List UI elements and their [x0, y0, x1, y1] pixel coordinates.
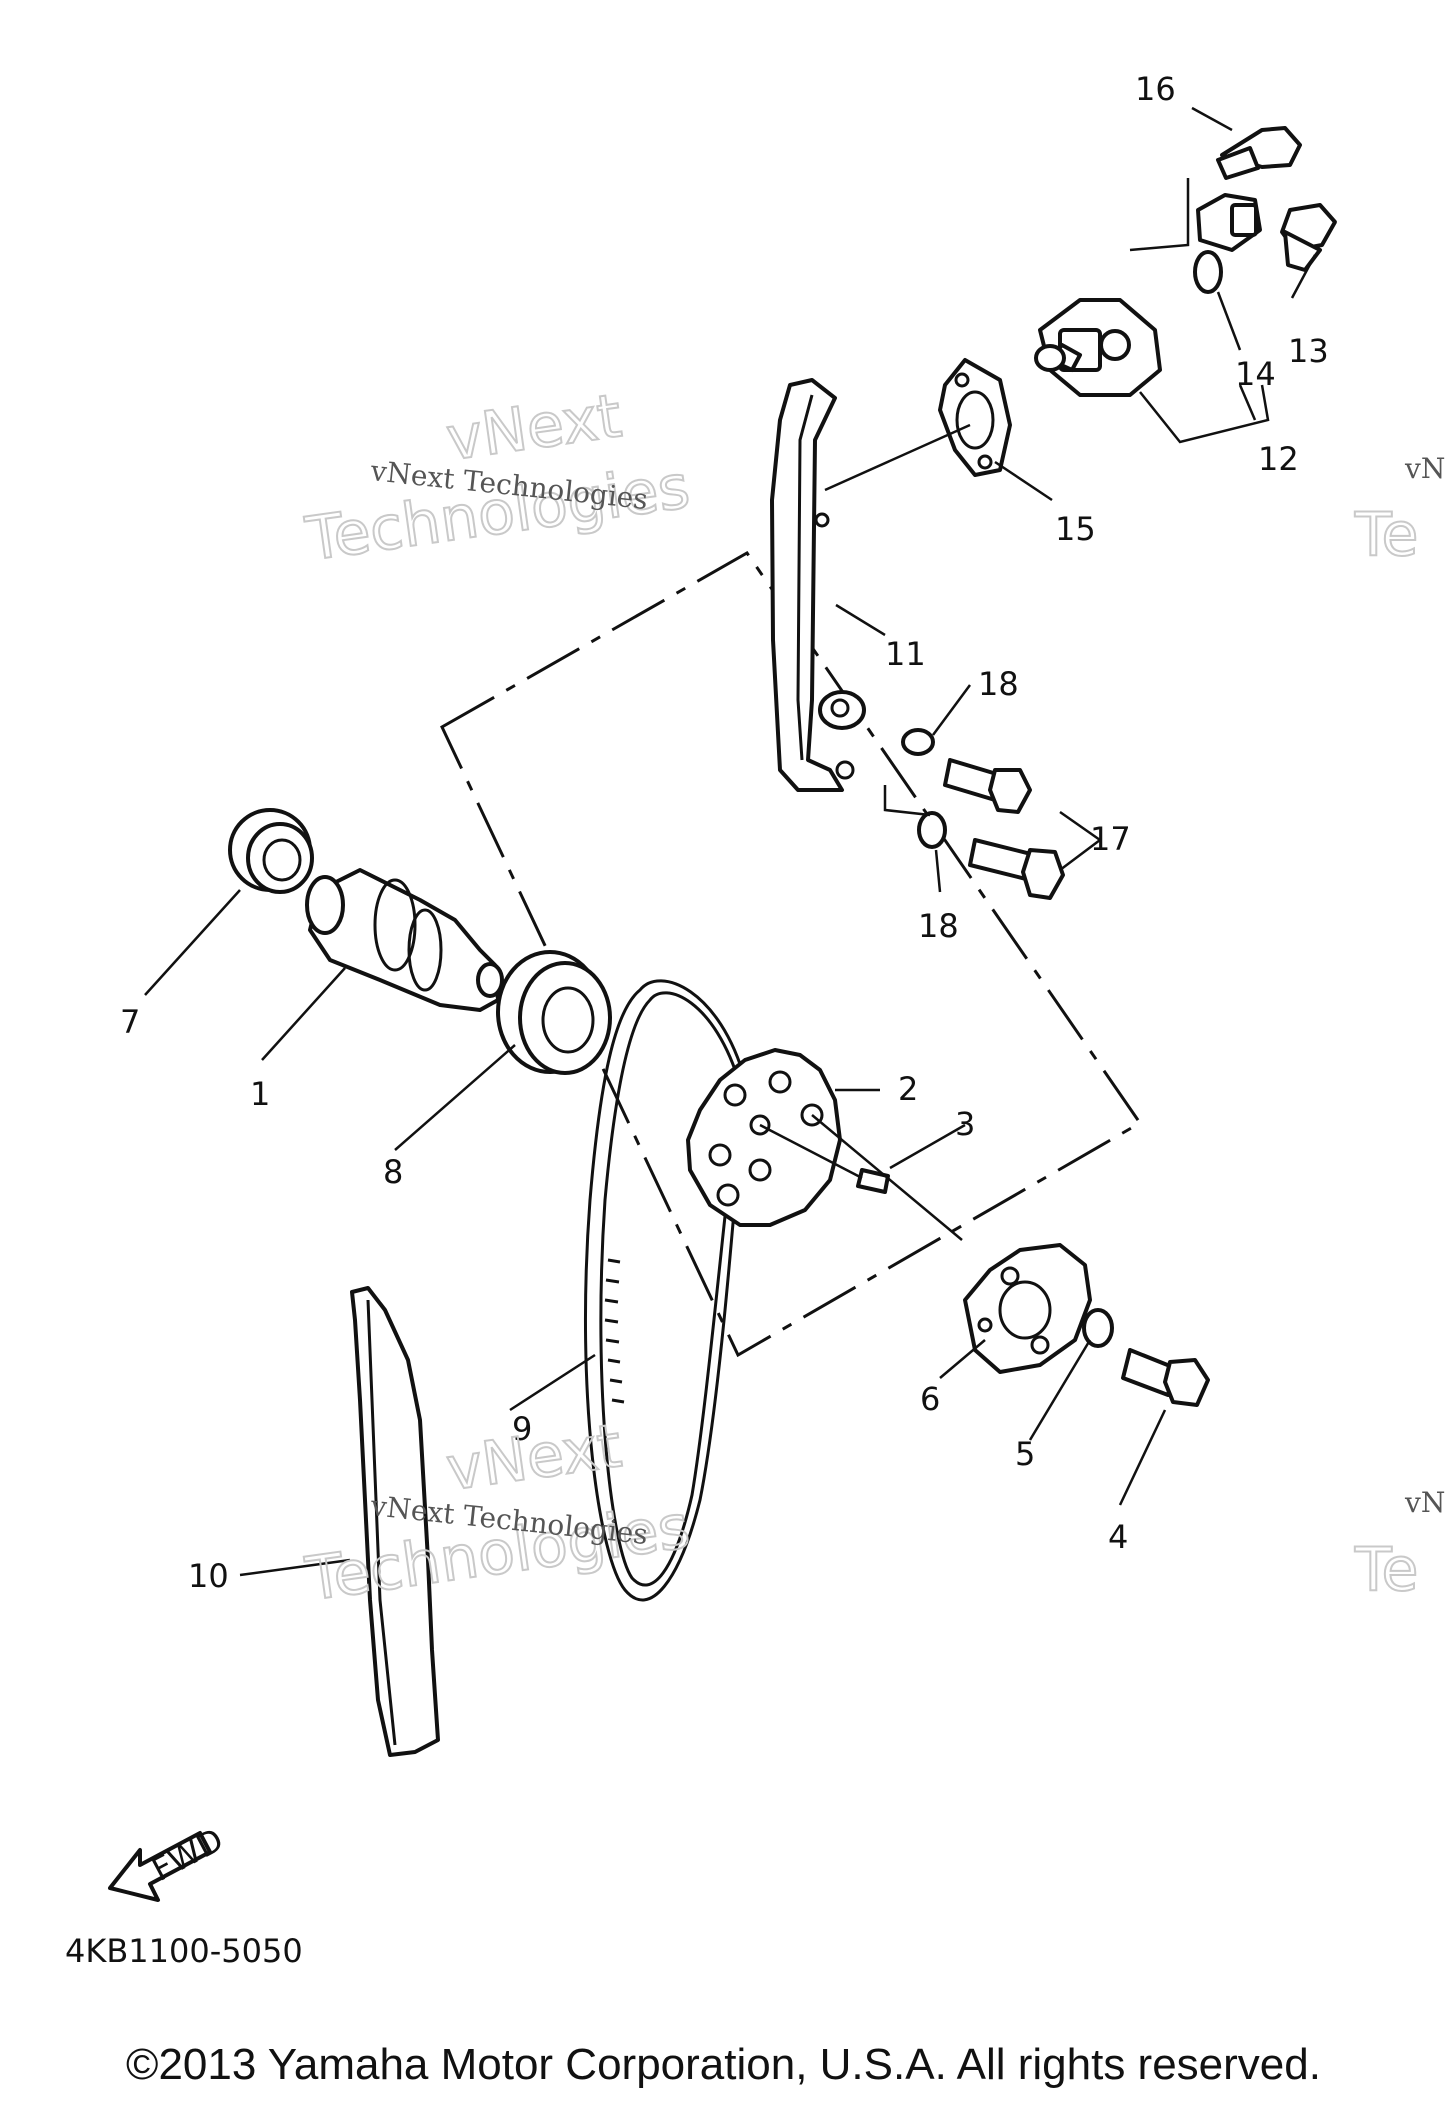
plate-axis [811, 1114, 963, 1241]
cam-sprocket [686, 1048, 842, 1227]
dowel-pin [856, 1168, 890, 1194]
callout-16: 16 [1135, 70, 1176, 108]
guide-bolt-upper [943, 758, 1032, 814]
watermark-top: vNext Technologies vNext Technologies [300, 380, 694, 576]
callout-11: 11 [885, 635, 926, 673]
callout-18-upper: 18 [978, 665, 1019, 703]
callout-9: 9 [512, 1410, 532, 1448]
diagram-code: 4KB1100-5050 [65, 1932, 303, 1970]
fwd-arrow-icon: FWD [108, 1820, 230, 1902]
plate-washer [1082, 1308, 1114, 1348]
callout-18-lower: 18 [918, 907, 959, 945]
watermark-edge-big-top: Te [1354, 500, 1418, 570]
chain-guide-lower [350, 1286, 440, 1757]
sprocket-plate [963, 1243, 1092, 1374]
leader-lines [144, 106, 1317, 1577]
callout-6: 6 [920, 1380, 940, 1418]
callout-10: 10 [188, 1557, 229, 1595]
washer-lower [917, 811, 947, 849]
cam-chain-tensioner [1034, 298, 1162, 397]
upper-bolt [1216, 126, 1302, 180]
camshaft-bearing-left [228, 808, 314, 894]
watermark-big-line1-bottom: vNext [442, 1411, 625, 1505]
fwd-label: FWD [146, 1820, 230, 1889]
callout-4: 4 [1108, 1518, 1128, 1556]
callout-17: 17 [1090, 820, 1131, 858]
callout-7: 7 [120, 1003, 140, 1041]
watermark-edge-big-bottom: Te [1354, 1535, 1418, 1605]
callout-8: 8 [383, 1153, 403, 1191]
callout-2: 2 [898, 1070, 918, 1108]
alignment-frame [440, 551, 1143, 1358]
callout-3: 3 [955, 1105, 975, 1143]
camshaft-bearing-right [496, 950, 612, 1075]
watermark-edge-small-bottom: vN [1404, 1486, 1445, 1519]
callout-5: 5 [1015, 1435, 1035, 1473]
watermark-big-line1: vNext [442, 381, 625, 475]
chain-guide-upper [770, 378, 866, 792]
callout-15: 15 [1055, 510, 1096, 548]
tensioner-washer [1193, 250, 1223, 294]
timing-chain [584, 979, 747, 1602]
callout-12: 12 [1258, 440, 1299, 478]
callout-14: 14 [1235, 355, 1276, 393]
callout-13: 13 [1288, 332, 1329, 370]
callout-1: 1 [250, 1075, 270, 1113]
pin-axis [759, 1123, 863, 1180]
guide-bolt-lower [968, 838, 1065, 900]
washer-upper [901, 728, 935, 756]
copyright-notice: ©2013 Yamaha Motor Corporation, U.S.A. A… [126, 2040, 1321, 2089]
sprocket-bolt [1121, 1348, 1210, 1407]
tensioner-gasket [938, 358, 1012, 477]
watermark-edge-small-top: vN [1404, 452, 1445, 485]
camshaft [305, 868, 504, 1012]
